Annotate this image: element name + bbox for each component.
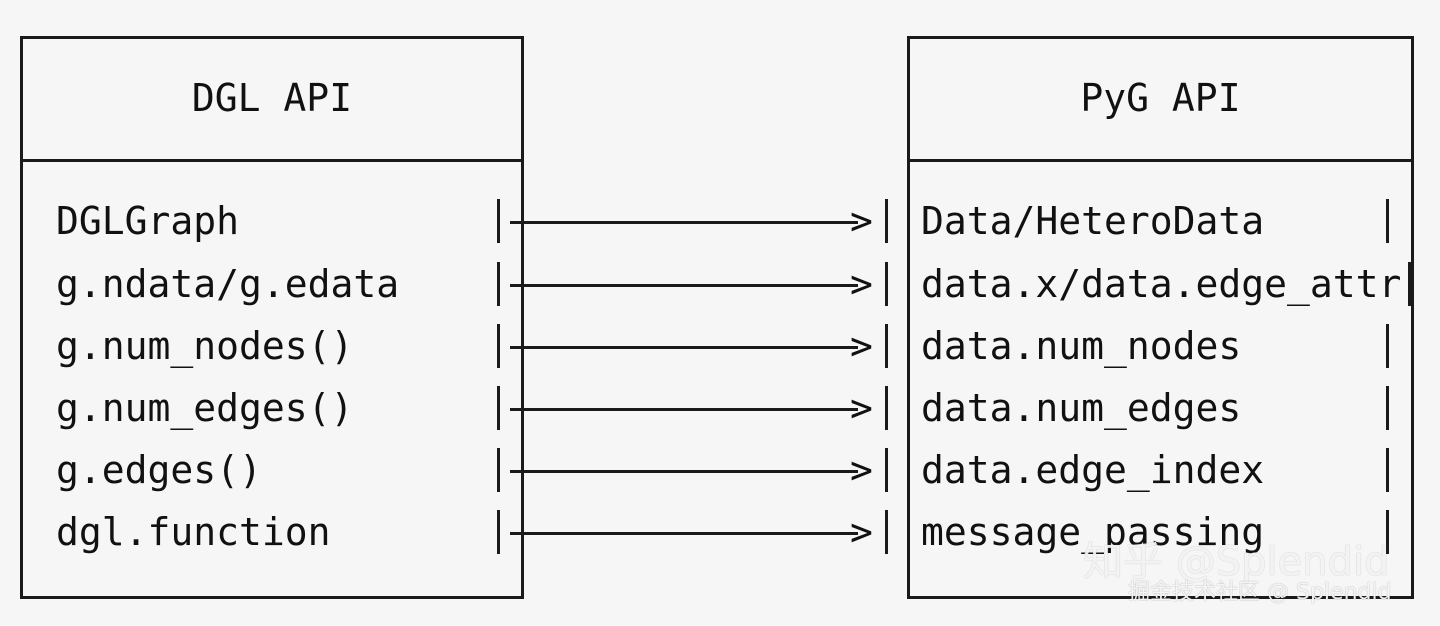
- pyg-api-item: data.x/data.edge_attr: [921, 262, 1402, 306]
- row-separator: [1386, 448, 1389, 492]
- pyg-api-title: PyG API: [1080, 76, 1241, 120]
- dgl-api-item: g.num_nodes(): [56, 324, 354, 368]
- mapping-arrow: >: [510, 386, 885, 430]
- mapping-arrow: >: [510, 324, 885, 368]
- arrow-head-icon: >: [850, 448, 873, 492]
- row-separator: [497, 199, 500, 243]
- row-separator: [497, 448, 500, 492]
- row-separator: [1386, 199, 1389, 243]
- dgl-api-box: DGL API: [20, 36, 524, 599]
- arrow-head-icon: >: [850, 510, 873, 554]
- row-separator: [885, 199, 888, 243]
- row-separator: [497, 510, 500, 554]
- row-separator: [1386, 510, 1389, 554]
- pyg-header-divider: [910, 159, 1411, 162]
- pyg-api-item: data.num_nodes: [921, 324, 1242, 368]
- mapping-arrow: >: [510, 510, 885, 554]
- arrow-shaft: [510, 346, 858, 349]
- arrow-shaft: [510, 284, 858, 287]
- pyg-api-item: message_passing: [921, 510, 1265, 554]
- dgl-api-item: DGLGraph: [56, 199, 240, 243]
- dgl-header-divider: [23, 159, 521, 162]
- arrow-shaft: [510, 470, 858, 473]
- arrow-shaft: [510, 221, 858, 224]
- dgl-api-item: g.edges(): [56, 448, 262, 492]
- pyg-api-item: data.num_edges: [921, 386, 1242, 430]
- row-separator: [885, 262, 888, 306]
- pyg-api-item: data.edge_index: [921, 448, 1265, 492]
- row-separator: [885, 386, 888, 430]
- mapping-arrow: >: [510, 262, 885, 306]
- arrow-shaft: [510, 408, 858, 411]
- arrow-shaft: [510, 532, 858, 535]
- dgl-api-title: DGL API: [191, 76, 353, 120]
- arrow-head-icon: >: [850, 262, 873, 306]
- zhihu-watermark: 知乎 @Splendid: [1083, 539, 1390, 585]
- arrow-head-icon: >: [850, 386, 873, 430]
- row-separator: [497, 324, 500, 368]
- dgl-api-item: g.num_edges(): [56, 386, 354, 430]
- juejin-watermark: 掘金技术社区 @ Splendid: [1128, 580, 1392, 605]
- arrow-head-icon: >: [850, 199, 873, 243]
- row-separator: [885, 324, 888, 368]
- dgl-api-item: g.ndata/g.edata: [56, 262, 400, 306]
- row-separator: [1386, 386, 1389, 430]
- row-separator: [885, 510, 888, 554]
- pyg-api-box: PyG API: [907, 36, 1414, 599]
- row-separator: [497, 262, 500, 306]
- dgl-api-item: dgl.function: [56, 510, 331, 554]
- mapping-arrow: >: [510, 448, 885, 492]
- row-separator: [1386, 324, 1389, 368]
- arrow-head-icon: >: [850, 324, 873, 368]
- row-separator: [497, 386, 500, 430]
- pyg-api-item: Data/HeteroData: [921, 199, 1265, 243]
- mapping-arrow: >: [510, 199, 885, 243]
- row-separator: [1408, 262, 1411, 306]
- row-separator: [885, 448, 888, 492]
